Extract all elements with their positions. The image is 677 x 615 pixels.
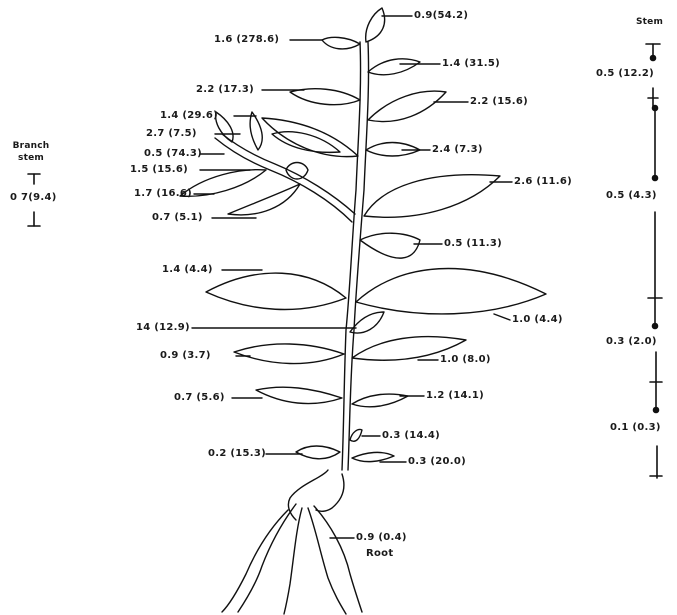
leaf-label: 0.7 (5.6): [174, 392, 225, 404]
leaf-label: 1.4 (4.4): [162, 264, 213, 276]
root-2: [284, 508, 302, 614]
leaf-label: 0.5 (74.3): [144, 148, 202, 160]
stem-segment-1: 0.5 (12.2): [596, 68, 654, 80]
leaf-12: [234, 344, 344, 364]
branch-leaf-4: [216, 112, 233, 142]
branch-header: Branch stem: [8, 140, 54, 164]
leaf-label: 1.7 (16.6): [134, 188, 192, 200]
leaf-label: 0.9 (3.7): [160, 350, 211, 362]
leaf-label: 0.2 (15.3): [208, 448, 266, 460]
leaf-top: [366, 8, 385, 42]
stem-segment-2: 0.5 (4.3): [606, 190, 657, 202]
leaf-3: [290, 89, 360, 105]
leaf-16: [350, 429, 362, 441]
leaf-2: [368, 59, 420, 75]
stem-segment-3: 0.3 (2.0): [606, 336, 657, 348]
leaf-4: [368, 91, 446, 121]
branch-leaf-3: [250, 112, 262, 150]
leader-16: [494, 314, 510, 320]
leaf-10: [356, 269, 546, 314]
stem-header: Stem: [636, 16, 663, 28]
leaf-1: [322, 37, 360, 49]
leaf-label: 1.6 (278.6): [214, 34, 279, 46]
leaf-7: [364, 175, 500, 217]
leaf-6: [366, 143, 420, 157]
leaf-17: [296, 446, 340, 459]
leaf-8: [360, 233, 420, 258]
leaf-label: 1.2 (14.1): [426, 390, 484, 402]
leaf-label: 0.5 (11.3): [444, 238, 502, 250]
leaf-9: [206, 273, 346, 309]
root-label: Root: [366, 548, 393, 560]
leaf-label: 0.3 (20.0): [408, 456, 466, 468]
leaf-label: 1.4 (31.5): [442, 58, 500, 70]
root-crown: [288, 470, 328, 520]
leaf-label: 0.7 (5.1): [152, 212, 203, 224]
branch-stem-value: 0 7(9.4): [10, 192, 57, 204]
leaf-label: 0.3 (14.4): [382, 430, 440, 442]
root-5: [222, 510, 288, 612]
leaf-label: 2.6 (11.6): [514, 176, 572, 188]
leaf-label: 2.7 (7.5): [146, 128, 197, 140]
leaf-label: 2.4 (7.3): [432, 144, 483, 156]
root-6: [316, 474, 344, 511]
leaf-14: [256, 387, 342, 403]
branch-leaf-2: [228, 184, 300, 215]
branch-header-line-2: stem: [8, 152, 54, 164]
leaf-label: 1.0 (8.0): [440, 354, 491, 366]
branch-header-line-1: Branch: [8, 140, 54, 152]
leaf-label: 1.0 (4.4): [512, 314, 563, 326]
root-value: 0.9 (0.4): [356, 532, 407, 544]
leaf-label: 0.9(54.2): [414, 10, 468, 22]
leaf-label: 2.2 (17.3): [196, 84, 254, 96]
leaf-label: 1.4 (29.6): [160, 110, 218, 122]
stem-segment-4: 0.1 (0.3): [610, 422, 661, 434]
root-4: [314, 506, 362, 612]
leaf-label: 2.2 (15.6): [470, 96, 528, 108]
leaf-label: 1.5 (15.6): [130, 164, 188, 176]
leaf-label: 14 (12.9): [136, 322, 190, 334]
leaf-18: [352, 452, 394, 461]
branch-leaf-1: [180, 170, 266, 197]
branch-stem: [215, 138, 352, 222]
root-3: [308, 508, 346, 614]
